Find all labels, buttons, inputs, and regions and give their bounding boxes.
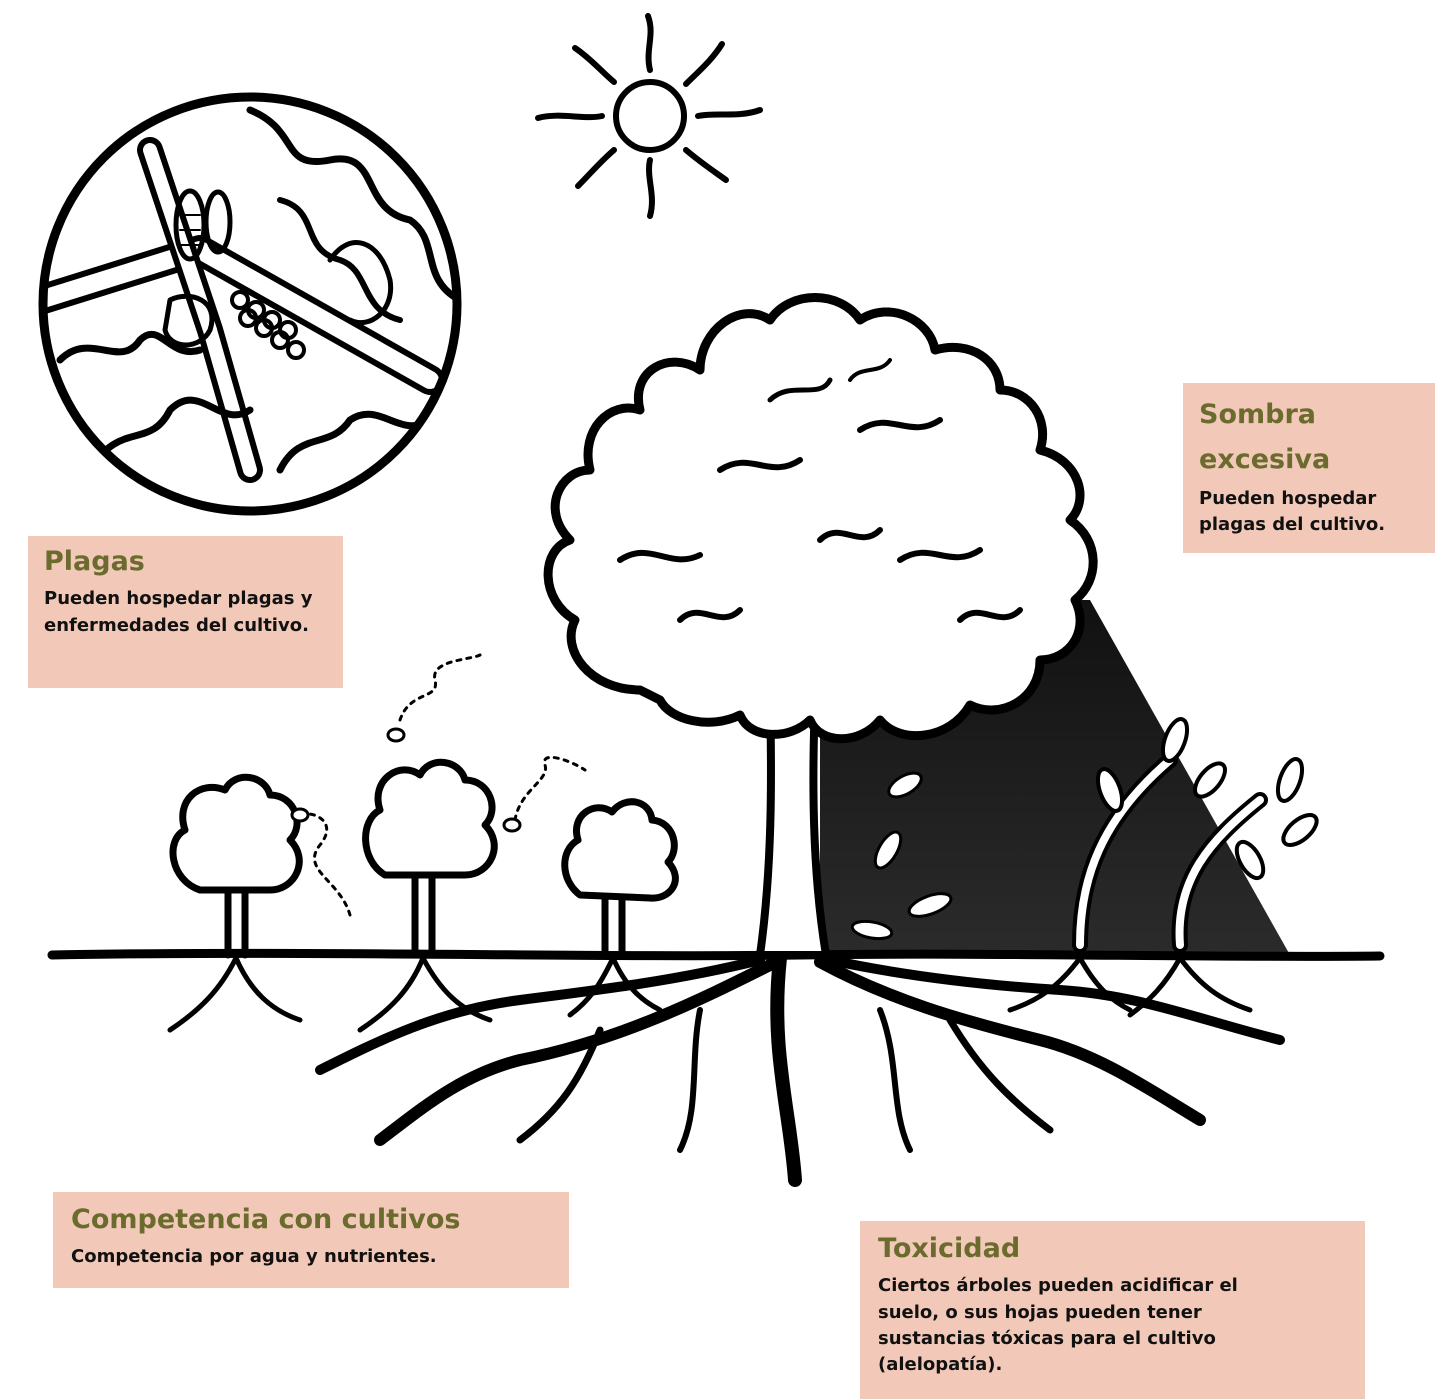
label-competencia: Competencia con cultivos Competencia por… — [53, 1192, 569, 1288]
label-sombra-desc: Pueden hospedar plagas del cultivo. — [1199, 486, 1419, 538]
label-plagas: Plagas Pueden hospedar plagas y enfermed… — [28, 536, 343, 688]
label-toxicidad-desc: Ciertos árboles pueden acidificar el sue… — [878, 1273, 1298, 1377]
sun-icon — [538, 16, 760, 216]
label-plagas-title: Plagas — [44, 544, 327, 580]
label-competencia-desc: Competencia por agua y nutrientes. — [71, 1244, 553, 1270]
label-toxicidad: Toxicidad Ciertos árboles pueden acidifi… — [860, 1221, 1365, 1399]
small-crops — [173, 762, 675, 955]
label-sombra-title: Sombra excesiva — [1199, 393, 1419, 482]
label-competencia-title: Competencia con cultivos — [71, 1202, 553, 1238]
pest-magnifier — [40, 97, 460, 511]
roots — [170, 958, 1280, 1180]
label-plagas-desc: Pueden hospedar plagas y enfermedades de… — [44, 586, 327, 638]
label-toxicidad-title: Toxicidad — [878, 1231, 1349, 1267]
label-sombra: Sombra excesiva Pueden hospedar plagas d… — [1183, 383, 1435, 553]
